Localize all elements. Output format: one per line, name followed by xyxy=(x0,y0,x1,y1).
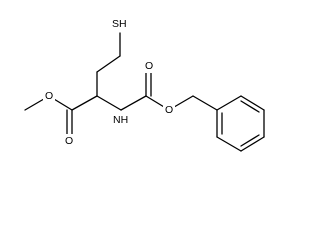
carbamate-ether-oxygen-mask xyxy=(163,104,175,117)
bond-ch2-ch2 xyxy=(96,55,121,73)
bond-nitrogen-carbamate xyxy=(120,95,147,111)
carbamate-carbonyl-oxygen-label: O xyxy=(145,60,153,72)
ring-bond-5 xyxy=(240,95,265,111)
ring-bond-3 xyxy=(240,136,265,152)
amide-nitrogen-mask xyxy=(112,113,132,126)
carbamate-carbonyl-oxygen-mask xyxy=(142,60,156,73)
ring-bond-2 xyxy=(216,136,242,152)
ring-double-bond-2 xyxy=(240,134,260,147)
chemical-structure: SH NH O O O O xyxy=(24,17,265,152)
ring-double-bond-3 xyxy=(240,100,260,113)
carbamate-ether-oxygen-label: O xyxy=(165,104,173,116)
bond-layer xyxy=(24,32,265,152)
ester-carbonyl-oxygen-mask xyxy=(62,134,76,148)
thiol-mask xyxy=(111,17,131,31)
bond-benzyl-ring xyxy=(192,95,218,111)
atom-label-layer: SH NH O O O O xyxy=(43,17,175,148)
bond-alpha-nitrogen xyxy=(96,95,122,111)
ester-carbonyl-oxygen-label: O xyxy=(65,135,73,147)
ester-ether-oxygen-label: O xyxy=(45,90,53,102)
ester-ether-oxygen-mask xyxy=(43,90,55,103)
bond-alpha-ester-carbon xyxy=(71,95,98,111)
amide-nitrogen-label: NH xyxy=(113,114,128,126)
ring-bond-6 xyxy=(216,95,242,111)
thiol-label: SH xyxy=(112,18,127,30)
